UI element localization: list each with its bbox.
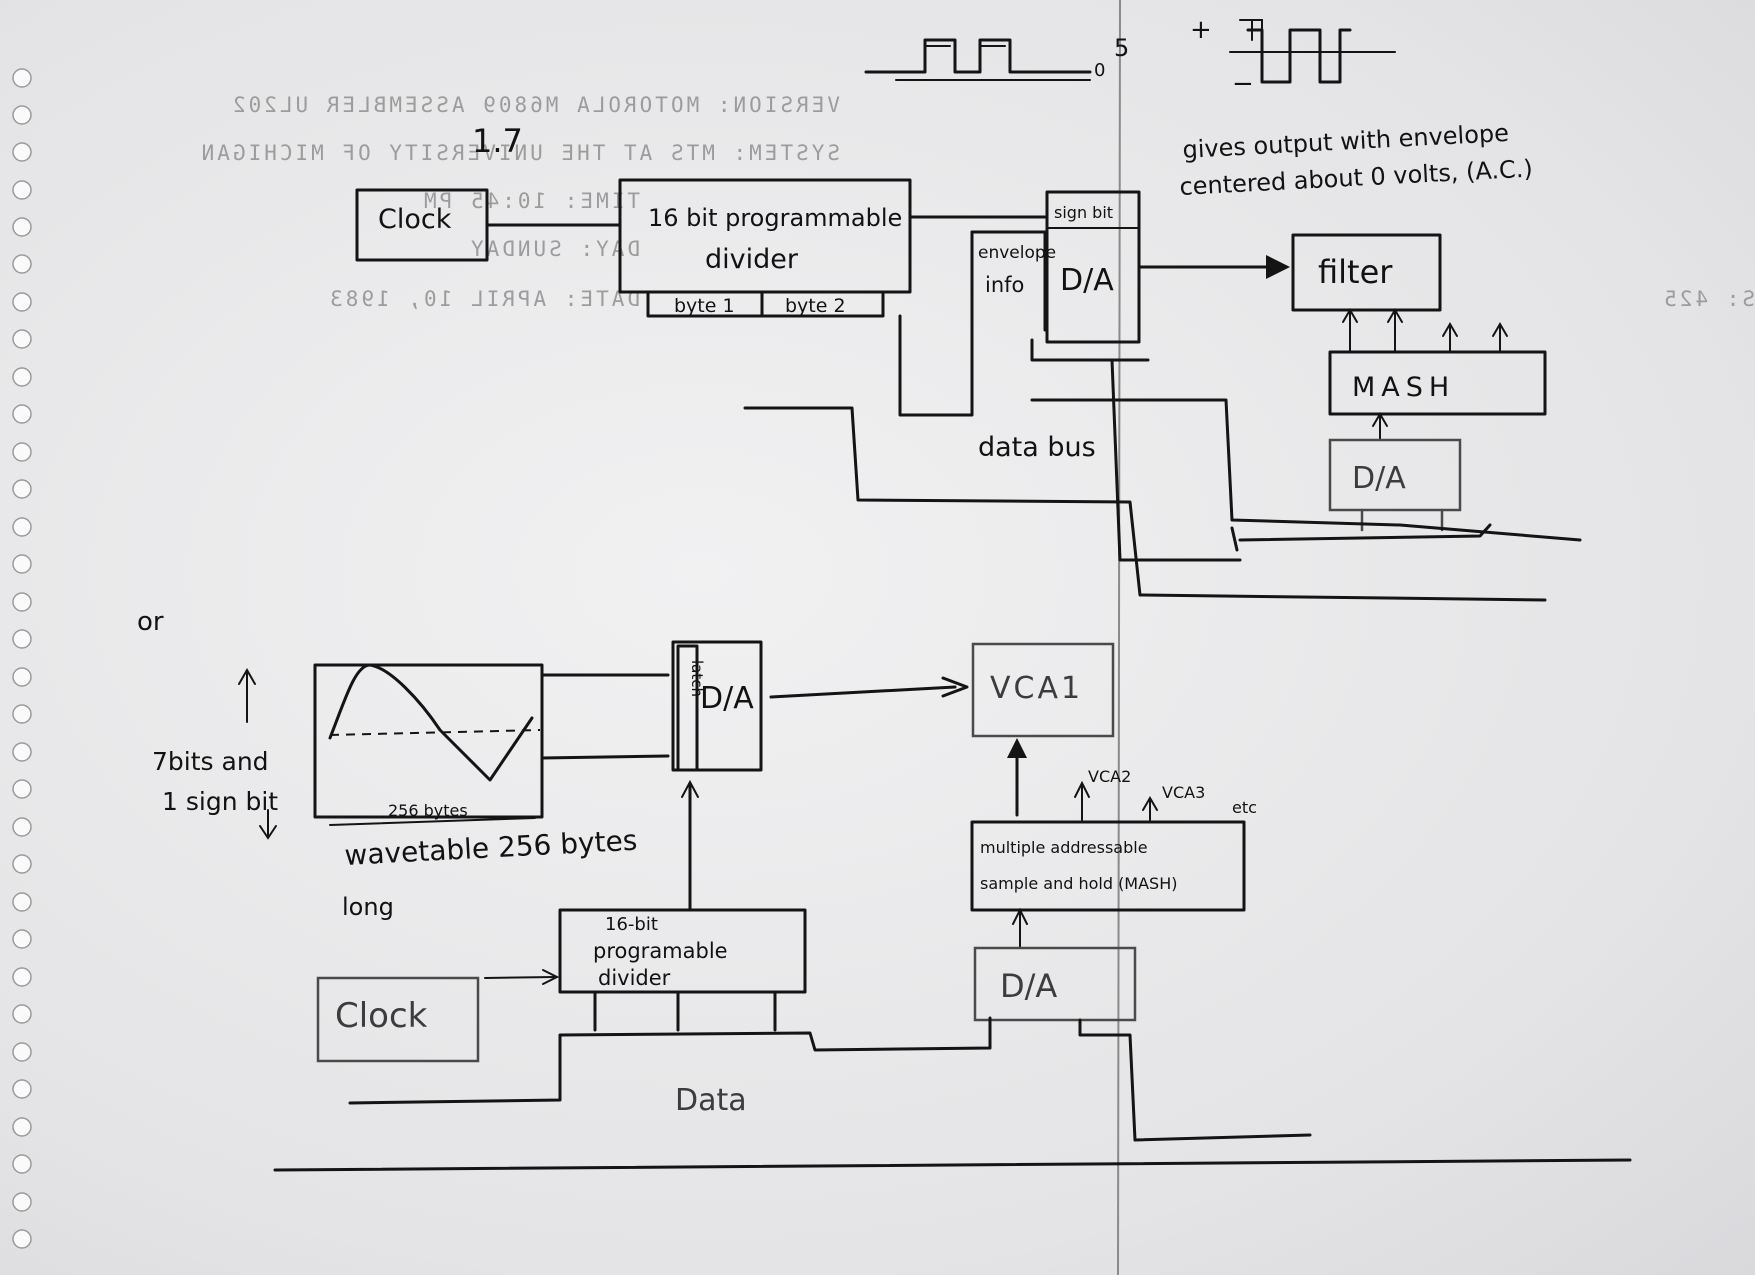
mash-label-1: multiple addressable (980, 838, 1148, 857)
bottom-diagram: 7bits and 1 sign bit 256 bytes wavetable… (152, 640, 1632, 1172)
bottom-da2-box (973, 946, 1137, 1022)
envelope-bracket (970, 230, 1047, 332)
sign-bit-label: sign bit (1054, 203, 1113, 222)
wave-zero-label: 0 (1094, 60, 1105, 81)
bleed-line-5: DATE: APRIL 10, 1983 (327, 287, 640, 311)
vca1-label: VCA1 (990, 671, 1083, 706)
da-to-filter-arrowhead (1266, 255, 1290, 279)
plus-label: + (1190, 15, 1212, 45)
da-to-vca-arrowhead (941, 676, 969, 698)
bottom-divider-line2: programable (593, 939, 728, 963)
top-da2-box (1328, 438, 1462, 512)
data-bus-label: data bus (978, 432, 1096, 463)
top-mash-box (1328, 350, 1547, 416)
top-data-bus (743, 230, 1582, 602)
note-line-1: gives output with envelope (1182, 119, 1510, 164)
bottom-divider-box (558, 908, 807, 994)
wavetable-zero-line (329, 729, 541, 736)
vca3-label: VCA3 (1162, 783, 1205, 802)
wavetable-box (313, 663, 544, 819)
wavetable-waveform (328, 663, 534, 782)
bottom-da-label: D/A (700, 681, 754, 716)
bleed-right-fragment: S: 425 (1661, 287, 1755, 311)
bottom-mash-box (970, 820, 1246, 912)
wavetable-label: wavetable 256 bytes (344, 824, 638, 872)
bottom-clock-label: Clock (335, 996, 428, 1036)
vca2-label: VCA2 (1088, 767, 1131, 786)
bits-label-2: 1 sign bit (162, 787, 278, 816)
wavetable-long-label: long (342, 893, 394, 921)
bleed-line-2: SYSTEM: MTS AT THE UNIVERSITY OF MICHIGA… (199, 141, 840, 165)
bipolar-waveform (1229, 19, 1396, 84)
top-divider-line2: divider (705, 244, 799, 275)
bytes-span-label: 256 bytes (388, 801, 468, 820)
byte-strip (646, 290, 885, 318)
bits-label-1: 7bits and (152, 747, 269, 776)
byte-2-label: byte 2 (785, 295, 846, 317)
bits-arrows (238, 667, 277, 840)
bottom-da-box (671, 640, 763, 772)
mash-to-filter-arrows (1342, 308, 1508, 353)
binding-holes (12, 68, 32, 1249)
envelope-label-2: info (985, 273, 1024, 297)
bytes-span-line (329, 817, 536, 826)
bottom-da2-label: D/A (1000, 967, 1057, 1005)
bottom-data-bus (273, 990, 1632, 1172)
top-divider-line1: 16 bit programmable (648, 204, 902, 232)
etc-label: etc (1232, 798, 1257, 817)
vca1-box (971, 642, 1115, 738)
bleed-line-3: TIME: 10:45 PM (421, 189, 640, 213)
top-divider-box (618, 178, 912, 294)
unipolar-waveform (864, 38, 1092, 81)
top-da2-label: D/A (1352, 461, 1406, 496)
bottom-divider-line1: 16-bit (605, 914, 658, 935)
page-fold (1117, 0, 1121, 1275)
top-clock-label: Clock (378, 204, 452, 235)
or-label: or (137, 607, 164, 637)
bleed-line-4: DAY: SUNDAY (468, 237, 640, 261)
filter-box (1291, 233, 1442, 312)
wave-high-label: 5 (1114, 34, 1129, 62)
data-label: Data (675, 1083, 747, 1118)
minus-label: − (1232, 69, 1254, 99)
mash-to-vca1-arrowhead (1007, 738, 1027, 758)
byte-1-label: byte 1 (674, 295, 735, 317)
bottom-divider-line3: divider (598, 966, 671, 990)
version-label: 1.7 (472, 122, 523, 160)
bleed-line-1: VERSION: MOTOROLA M6809 ASSEMBLER UL202 (230, 93, 840, 117)
latch-strip (676, 644, 699, 772)
note-line-2: centered about 0 volts, (A.C.) (1179, 155, 1534, 201)
filter-label: filter (1318, 253, 1393, 291)
top-da-label: D/A (1060, 263, 1114, 298)
latch-label: latch (688, 660, 706, 697)
top-mash-label: MASH (1352, 372, 1455, 403)
bottom-clock-box (316, 976, 480, 1063)
bleed-through-text: VERSION: MOTOROLA M6809 ASSEMBLER UL202 … (199, 93, 1755, 311)
envelope-label-1: envelope (978, 243, 1056, 263)
mash-label-2: sample and hold (MASH) (980, 874, 1177, 893)
